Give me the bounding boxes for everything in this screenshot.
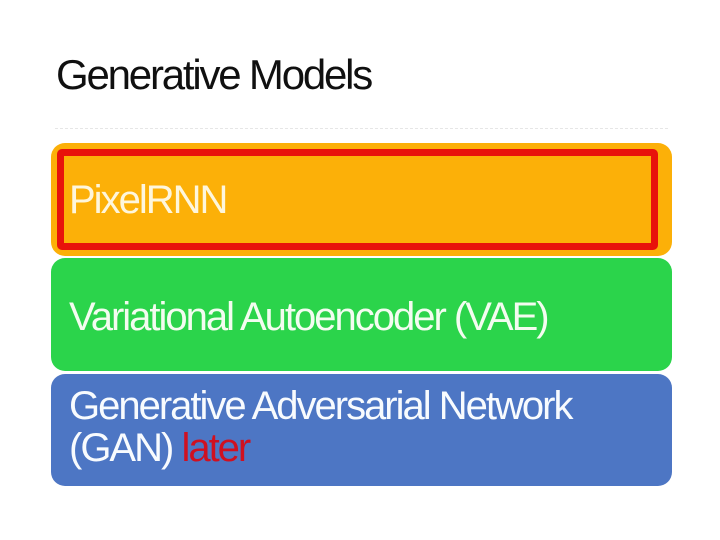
placeholder-boundary-line [55, 128, 668, 129]
gan-label-line2-prefix: (GAN) [69, 426, 182, 470]
pixelrnn-box: PixelRNN [51, 143, 672, 256]
gan-later-emphasis: later [181, 426, 251, 470]
gan-label-line2: (GAN) later [69, 427, 658, 469]
vae-box: Variational Autoencoder (VAE) [51, 258, 672, 371]
pixelrnn-label: PixelRNN [69, 177, 228, 222]
vae-label: Variational Autoencoder (VAE) [69, 295, 550, 339]
page-title: Generative Models [56, 51, 373, 98]
gan-label-line1: Generative Adversarial Network [69, 384, 573, 428]
gan-box: Generative Adversarial Network (GAN) lat… [51, 374, 672, 486]
